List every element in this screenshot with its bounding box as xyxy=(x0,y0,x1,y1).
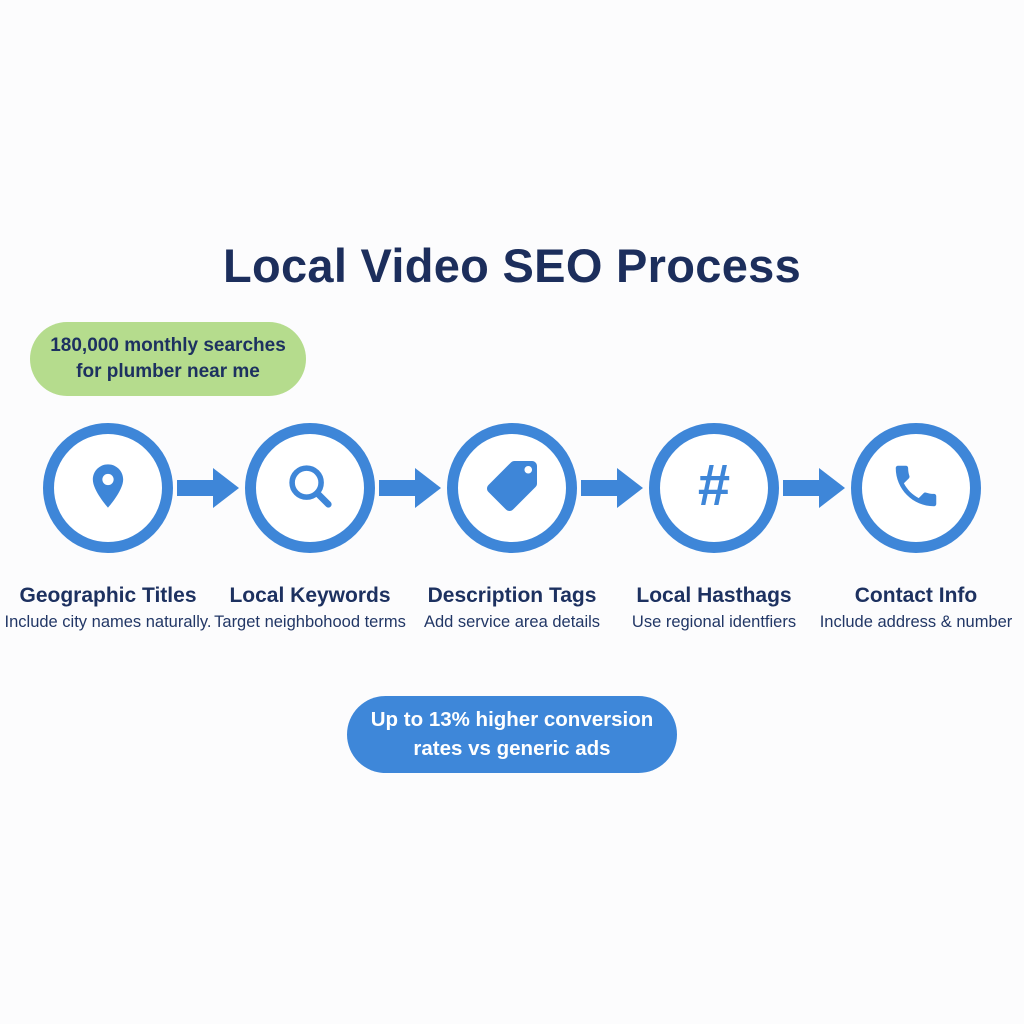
step-subtitle: Include address & number xyxy=(819,613,1013,632)
step-circle xyxy=(245,423,375,553)
search-icon xyxy=(281,457,339,520)
tag-icon xyxy=(482,456,542,521)
step-title: Local Hasthags xyxy=(636,584,792,607)
step-title: Geographic Titles xyxy=(19,584,197,607)
step-subtitle: Include city names naturally. xyxy=(4,613,212,632)
step-circle xyxy=(851,423,981,553)
location-pin-icon xyxy=(82,456,134,521)
flow-arrow-icon xyxy=(783,468,847,508)
step-local-hashtags: # Local Hasthags Use regional identfiers xyxy=(613,423,815,653)
step-subtitle: Target neighbohood terms xyxy=(214,613,406,632)
search-volume-line-2: for plumber near me xyxy=(76,361,260,382)
flow-arrow-icon xyxy=(581,468,645,508)
step-circle xyxy=(43,423,173,553)
flow-arrow-icon xyxy=(379,468,443,508)
step-subtitle: Add service area details xyxy=(423,613,601,632)
flow-arrow-icon xyxy=(177,468,241,508)
step-title: Contact Info xyxy=(854,584,978,607)
step-circle: # xyxy=(649,423,779,553)
page-title: Local Video SEO Process xyxy=(222,239,802,292)
step-geographic-titles: Geographic Titles Include city names nat… xyxy=(4,423,212,653)
conversion-stat-line-1: Up to 13% higher conversion xyxy=(370,707,654,731)
step-description-tags: Description Tags Add service area detail… xyxy=(411,423,613,653)
conversion-stat-line-2: rates vs generic ads xyxy=(413,736,611,760)
step-contact-info: Contact Info Include address & number xyxy=(815,423,1017,653)
search-volume-badge: 180,000 monthly searches for plumber nea… xyxy=(30,322,306,396)
step-title: Description Tags xyxy=(427,584,597,607)
step-local-keywords: Local Keywords Target neighbohood terms xyxy=(209,423,411,653)
conversion-stat-badge: Up to 13% higher conversion rates vs gen… xyxy=(347,696,677,773)
step-circle xyxy=(447,423,577,553)
phone-icon xyxy=(889,459,943,518)
step-title: Local Keywords xyxy=(229,584,391,607)
search-volume-line-1: 180,000 monthly searches xyxy=(50,335,286,357)
step-subtitle: Use regional identfiers xyxy=(631,613,797,632)
hashtag-icon: # xyxy=(697,453,731,518)
process-flow: Geographic Titles Include city names nat… xyxy=(4,423,1017,653)
